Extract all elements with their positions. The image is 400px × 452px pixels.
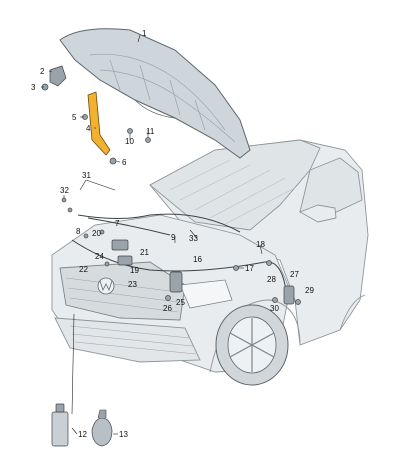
callout-32: 32 — [60, 186, 69, 195]
callout-4: 4 — [86, 124, 91, 133]
callout-5: 5 — [72, 113, 77, 122]
grease-pouch — [91, 409, 113, 447]
seal-strip — [87, 217, 171, 236]
bracket-screw — [165, 295, 171, 301]
hood-prop-rod — [87, 91, 111, 156]
hood-buffer — [127, 128, 133, 134]
callout-27: 27 — [290, 270, 299, 279]
callout-13: 13 — [119, 430, 128, 439]
callout-18: 18 — [256, 240, 265, 249]
callout-1: 1 — [142, 29, 147, 38]
hood-hinge — [49, 65, 67, 87]
callout-21: 21 — [140, 248, 149, 257]
handle-clip — [295, 299, 301, 305]
callout-22: 22 — [79, 265, 88, 274]
callout-16: 16 — [193, 255, 202, 264]
hood-stop — [145, 137, 151, 143]
callout-24: 24 — [95, 252, 104, 261]
callout-28: 28 — [267, 275, 276, 284]
car-body — [51, 139, 369, 386]
callout-20: 20 — [92, 229, 101, 238]
callout-2: 2 — [40, 67, 45, 76]
callout-6: 6 — [122, 158, 127, 167]
callout-7: 7 — [115, 219, 120, 228]
retaining-clip-2 — [67, 207, 73, 213]
bonnet-release-cable — [71, 213, 291, 299]
cable-clip — [266, 260, 272, 266]
callout-9: 9 — [171, 233, 176, 242]
callout-25: 25 — [176, 298, 185, 307]
callout-29: 29 — [305, 286, 314, 295]
release-handle — [283, 285, 295, 305]
handle-bolt — [272, 297, 278, 303]
prop-rod-clip — [109, 157, 117, 165]
cable-grommet — [233, 265, 239, 271]
retaining-clip — [61, 197, 67, 203]
callout-12: 12 — [78, 430, 87, 439]
bonnet-lock — [111, 239, 129, 251]
callout-31: 31 — [82, 171, 91, 180]
callout-19: 19 — [130, 266, 139, 275]
callout-11: 11 — [146, 127, 155, 136]
callout-26: 26 — [163, 304, 172, 313]
callout-3: 3 — [31, 83, 36, 92]
latch-bolt — [99, 229, 105, 235]
callout-33: 33 — [189, 234, 198, 243]
lock-carrier — [117, 255, 133, 266]
spray-can — [51, 403, 69, 447]
callout-labels: 1 2 3 4 5 6 7 8 9 10 11 12 13 16 17 18 1… — [31, 29, 314, 439]
leader-lines — [41, 34, 263, 435]
bonnet — [59, 28, 251, 159]
latch-nut — [83, 233, 89, 239]
cable-bracket — [169, 271, 183, 293]
latch-screw — [104, 261, 110, 267]
callout-10: 10 — [125, 137, 134, 146]
callout-30: 30 — [270, 304, 279, 313]
callout-8: 8 — [76, 227, 81, 236]
callout-23: 23 — [128, 280, 137, 289]
callout-17: 17 — [245, 264, 254, 273]
